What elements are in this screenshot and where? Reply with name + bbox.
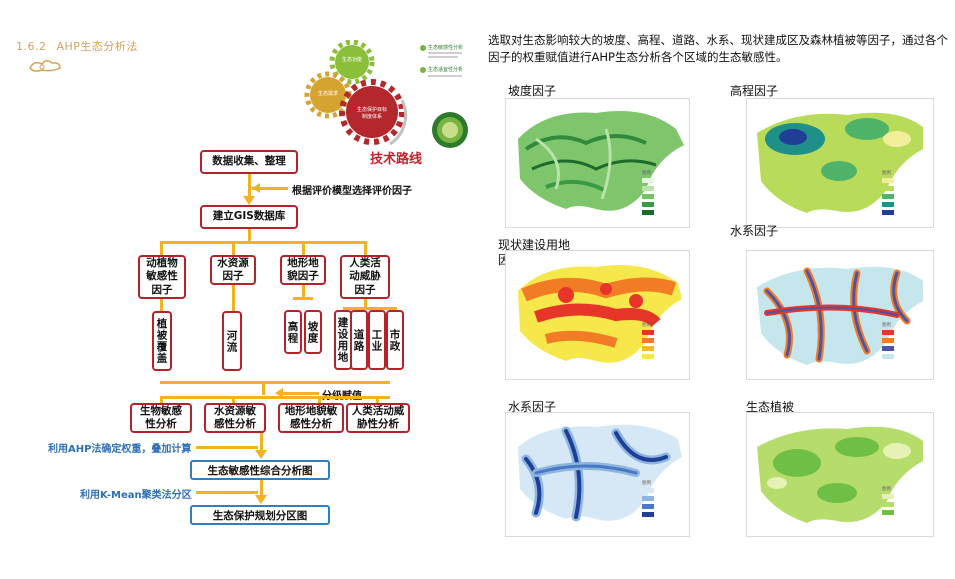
category-terrain-box: 地形地 貌因子 <box>280 255 326 285</box>
legend-title: 图例 <box>882 171 891 176</box>
water-map-b-image <box>518 424 682 522</box>
legend-swatch <box>882 493 894 499</box>
tech-route-label: 技术路线 <box>370 152 423 167</box>
factor-municipal: 市政 <box>386 310 404 370</box>
analysis-bio-box: 生物敏感 性分析 <box>130 403 192 433</box>
factor-industry: 工业 <box>368 310 386 370</box>
legend-title: 图例 <box>882 323 891 328</box>
elevation-map-image <box>757 112 923 213</box>
map-title-slope: 坡度因子 <box>508 84 557 98</box>
tech-note-1: 生态敏感性分析 <box>428 45 464 51</box>
legend-swatch <box>882 329 894 335</box>
legend-swatch <box>642 209 654 215</box>
tech-note-2: 生态适宜性分析 <box>428 67 464 73</box>
legend-swatch <box>642 193 654 199</box>
legend-construction: 图例 <box>642 322 657 360</box>
legend-swatch <box>642 185 654 191</box>
legend-title: 图例 <box>882 487 891 492</box>
legend-title: 图例 <box>642 481 651 486</box>
legend-water-b: 图例 <box>642 480 657 518</box>
legend-swatch <box>882 345 894 351</box>
legend-swatch <box>642 329 654 335</box>
composite-analysis-box: 生态敏感性综合分析图 <box>190 460 330 480</box>
factor-construction: 建设用地 <box>334 310 352 370</box>
legend-swatch <box>882 185 894 191</box>
legend-swatch <box>642 353 654 359</box>
map-title-water-a: 水系因子 <box>730 224 779 238</box>
construction-map-image <box>518 265 682 363</box>
map-water-b <box>505 412 690 537</box>
legend-target-icon <box>432 112 468 148</box>
analysis-water-box: 水资源敏 感性分析 <box>204 403 266 433</box>
cloud-ornament-icon <box>29 60 61 72</box>
factor-elevation: 高程 <box>284 310 302 354</box>
legend-title: 图例 <box>642 171 651 176</box>
vegetation-map-image <box>757 426 923 523</box>
flow-select-note: 根据评价模型选择评价因子 <box>292 186 412 197</box>
legend-vegetation: 图例 <box>882 486 897 516</box>
factor-river: 河流 <box>222 311 242 371</box>
map-title-elevation: 高程因子 <box>730 84 779 98</box>
flow-kmean-note: 利用K-Mean聚类法分区 <box>80 490 192 501</box>
map-title-vegetation: 生态植被 <box>746 400 795 414</box>
legend-swatch <box>642 487 654 493</box>
flow-gis-box: 建立GIS数据库 <box>200 205 298 229</box>
legend-swatch <box>642 495 654 501</box>
section-title: AHP生态分析法 <box>56 40 138 53</box>
legend-water-a: 图例 <box>882 322 897 360</box>
gear-icon <box>339 79 408 146</box>
section-number: 1.6.2 <box>16 40 47 53</box>
legend-title: 图例 <box>642 323 651 328</box>
legend-swatch <box>642 345 654 351</box>
legend-swatch <box>882 177 894 183</box>
factor-vegetation: 植被覆盖 <box>152 311 172 371</box>
bullet-icon <box>420 45 426 51</box>
description-text: 选取对生态影响较大的坡度、高程、道路、水系、现状建成区及森林植被等因子，通过各个… <box>488 33 948 64</box>
legend-slope: 图例 <box>642 170 657 216</box>
analysis-human-box: 人类活动威 胁性分析 <box>346 403 410 433</box>
legend-swatch <box>642 337 654 343</box>
factor-slope: 坡度 <box>304 310 322 354</box>
legend-swatch <box>642 511 654 517</box>
analysis-terrain-box: 地形地貌敏 感性分析 <box>278 403 344 433</box>
gear-label-3: 生态保护目标 制度体系 <box>356 107 387 120</box>
legend-swatch <box>882 209 894 215</box>
zoning-box: 生态保护规划分区图 <box>190 505 330 525</box>
slope-map-image <box>518 111 684 211</box>
map-elevation <box>746 98 934 228</box>
section-heading: 1.6.2 AHP生态分析法 <box>16 38 148 54</box>
water-map-a-image <box>757 266 923 365</box>
map-title-water-b: 水系因子 <box>508 400 557 414</box>
map-construction <box>505 250 690 380</box>
tech-route-gears <box>304 40 468 148</box>
map-water-a <box>746 250 934 380</box>
flow-assign-note: 分级赋值 <box>322 387 362 402</box>
legend-elevation: 图例 <box>882 170 897 216</box>
map-vegetation <box>746 412 934 537</box>
category-human-box: 人类活 动威胁 因子 <box>340 255 390 299</box>
legend-swatch <box>882 337 894 343</box>
legend-swatch <box>642 503 654 509</box>
legend-swatch <box>642 201 654 207</box>
legend-swatch <box>882 509 894 515</box>
flow-collect-box: 数据收集、整理 <box>200 150 298 174</box>
gear-label-1: 生态功能 <box>341 57 362 63</box>
legend-swatch <box>882 501 894 507</box>
gear-icon <box>329 40 375 85</box>
factor-road: 道路 <box>350 310 368 370</box>
legend-swatch <box>642 177 654 183</box>
legend-swatch <box>882 193 894 199</box>
category-water-box: 水资源 因子 <box>210 255 256 285</box>
flow-ahp-note: 利用AHP法确定权重，叠加计算 <box>48 444 192 455</box>
gear-label-2: 生态需求 <box>317 91 338 97</box>
map-slope <box>505 98 690 228</box>
category-bio-box: 动植物 敏感性 因子 <box>138 255 186 299</box>
bullet-icon <box>420 67 426 73</box>
legend-swatch <box>882 201 894 207</box>
legend-swatch <box>882 353 894 359</box>
